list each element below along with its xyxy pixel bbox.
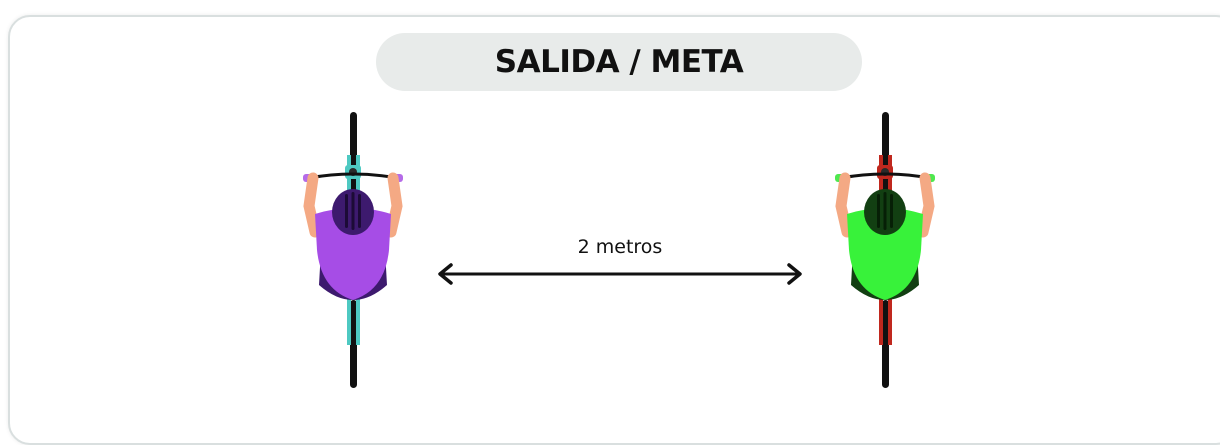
double-arrow-icon bbox=[438, 263, 802, 285]
distance-label: 2 metros bbox=[577, 236, 663, 258]
cyclist-left-icon bbox=[303, 112, 403, 388]
diagram-title: SALIDA / META bbox=[494, 44, 744, 80]
cyclist-right-icon bbox=[835, 112, 935, 388]
distance-indicator: 2 metros bbox=[435, 236, 805, 286]
title-pill: SALIDA / META bbox=[376, 33, 862, 91]
